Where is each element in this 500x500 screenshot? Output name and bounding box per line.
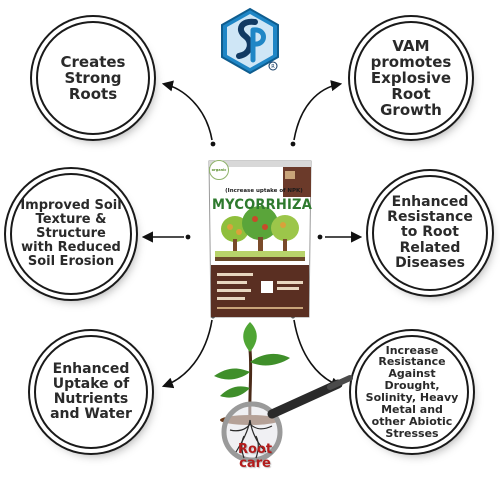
benefit-bubble-top-right: VAM promotes Explosive Root Growth (354, 21, 468, 135)
benefit-bubble-middle-right: Enhanced Resistance to Root Related Dise… (372, 175, 488, 291)
root-care-line2: care (239, 455, 271, 471)
organic-badge: organic (209, 160, 229, 180)
arrow-top-right (293, 80, 343, 141)
product-name: MYCORRHIZA (212, 197, 312, 213)
product-pouch (208, 160, 312, 318)
svg-text:R: R (271, 64, 275, 70)
arrow-bottom-right (293, 319, 343, 389)
benefit-bubble-middle-left: Improved Soil Texture & Structure with R… (10, 173, 132, 295)
product-subtitle: (Increase uptake of NPK) (225, 188, 303, 194)
benefit-bubble-bottom-right: Increase Resistance Against Drought, Sol… (355, 335, 469, 449)
benefit-bubble-top-left: Creates Strong Roots (36, 21, 150, 135)
root-care-line1: Root (237, 442, 273, 457)
benefit-bubble-bottom-left: Enhanced Uptake of Nutrients and Water (34, 335, 148, 449)
benefit-text: Creates Strong Roots (60, 52, 126, 104)
arrow-top-left (161, 80, 213, 141)
root-care-label: Root care (225, 443, 285, 470)
benefit-text: Improved Soil Texture & Structure with R… (20, 197, 122, 270)
arrow-bottom-left (161, 319, 213, 389)
sp-hexagon-logo-icon: R (221, 7, 279, 75)
benefit-text: Increase Resistance Against Drought, Sol… (365, 343, 459, 440)
benefit-text: VAM promotes Explosive Root Growth (370, 36, 452, 120)
benefit-text: Enhanced Uptake of Nutrients and Water (50, 360, 132, 423)
benefit-text: Enhanced Resistance to Root Related Dise… (387, 194, 473, 271)
